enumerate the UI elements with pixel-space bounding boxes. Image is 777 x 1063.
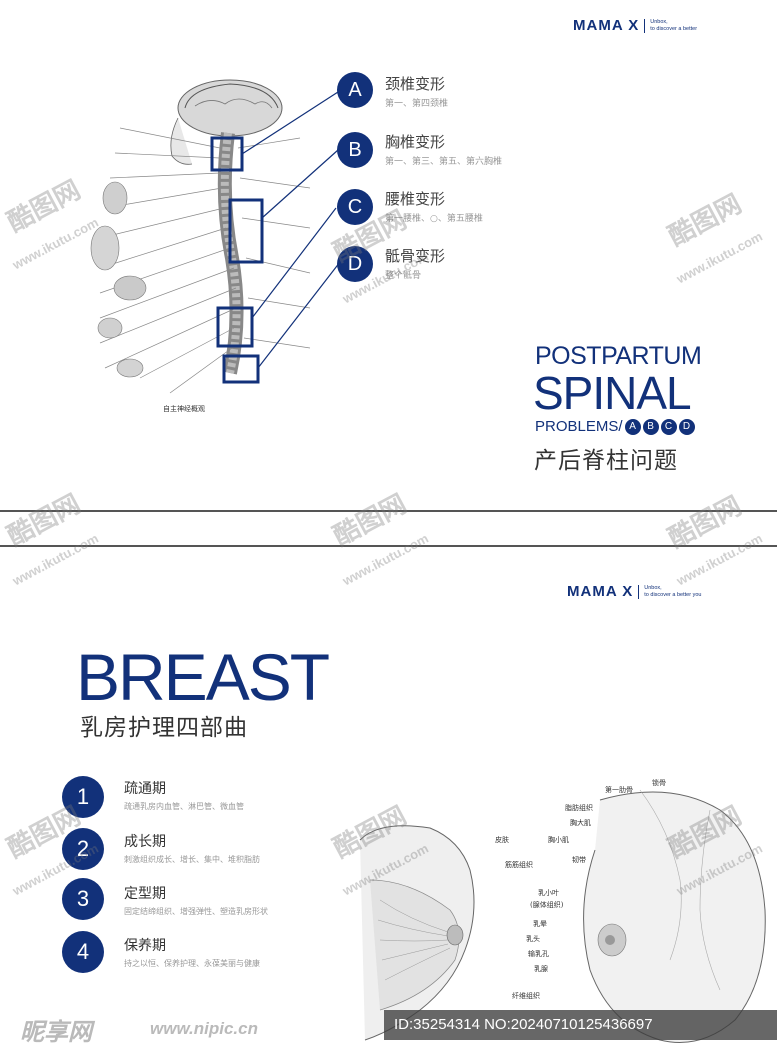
brand-name: MAMA X: [567, 583, 634, 600]
footer-id-bar: ID:35254314 NO:20240710125436697: [384, 1010, 777, 1040]
spine-item-sub: 整个骶骨: [385, 271, 422, 281]
footer-id-text: ID:35254314 NO:20240710125436697: [394, 1016, 653, 1033]
phase-sub: 疏通乳房内血管、淋巴管、微血管: [124, 802, 244, 811]
anatomy-label: 筋筋组织: [505, 860, 533, 869]
breast-anatomy-illustration: 第一肋骨 锁骨 脂肪组织 胸大肌 皮肤 胸小肌 韧带 筋筋组织 乳小叶 (腺体组…: [359, 778, 766, 1043]
phase-title: 保养期: [124, 938, 166, 954]
headline-spinal: SPINAL: [533, 367, 692, 419]
brand-logo: MAMA X Unbox, to discover a better: [573, 17, 697, 34]
anatomy-label: 输乳孔: [528, 949, 549, 958]
anatomy-label: 锁骨: [652, 778, 666, 787]
brand-tagline: Unbox, to discover a better you: [644, 584, 702, 598]
breast-slide: MAMA X Unbox, to discover a better you B…: [0, 548, 777, 1063]
anatomy-label: 胸大肌: [570, 818, 591, 827]
spine-slide: MAMA X Unbox, to discover a better: [0, 0, 777, 510]
headline-postpartum: POSTPARTUM: [535, 342, 702, 370]
spine-item-title: 腰椎变形: [385, 190, 446, 208]
phase-number: 3: [62, 878, 104, 920]
anatomy-label: 皮肤: [495, 835, 509, 844]
phase-title: 疏通期: [124, 781, 166, 797]
spine-item-title: 骶骨变形: [385, 247, 446, 265]
spine-item-sub: 第一、第四颈椎: [385, 99, 449, 109]
phase-title: 成长期: [124, 834, 166, 850]
phase-sub: 固定结缔组织、增强弹性、塑造乳房形状: [124, 907, 268, 916]
anatomy-label: 乳头: [526, 934, 540, 943]
circle-d: D: [337, 246, 373, 282]
nervous-system-illustration: [90, 79, 341, 394]
circle-a: A: [337, 72, 373, 108]
anatomy-label: 脂肪组织: [565, 803, 593, 812]
divider: [0, 545, 777, 547]
phase-title: 定型期: [124, 886, 166, 902]
anatomy-label: 乳小叶: [538, 888, 559, 897]
anatomy-label: 乳晕: [533, 919, 547, 928]
phase-sub: 持之以恒、保养护理、永葆美丽与健康: [124, 959, 260, 968]
footer-watermark-logo: 昵享网: [20, 1018, 92, 1046]
phase-sub: 刺激组织成长、增长、集中、堆积脂肪: [124, 855, 260, 864]
anatomy-label: 乳腺: [534, 964, 548, 973]
brand-name: MAMA X: [573, 17, 640, 34]
brand-logo: MAMA X Unbox, to discover a better you: [567, 583, 701, 600]
anatomy-label: 纤维组织: [512, 991, 540, 1000]
circle-b: B: [337, 132, 373, 168]
anatomy-label: 胸小肌: [548, 835, 569, 844]
spine-item-title: 胸椎变形: [385, 133, 446, 151]
illustration-caption: 自主神经概观: [163, 405, 205, 413]
circle-c: C: [337, 189, 373, 225]
phase-number: 4: [62, 931, 104, 973]
footer-watermark-url: www.nipic.cn: [150, 1019, 258, 1038]
anatomy-label: 第一肋骨: [605, 785, 633, 794]
headline-problems: PROBLEMS/ A B C D: [535, 418, 695, 435]
brand-tagline: Unbox, to discover a better: [650, 18, 698, 32]
spine-item-title: 颈椎变形: [385, 75, 446, 93]
breast-title: BREAST: [76, 640, 330, 714]
phase-number: 1: [62, 776, 104, 818]
spine-item-sub: 第一、第三、第五、第六胸椎: [385, 157, 503, 167]
anatomy-label: (腺体组织): [530, 900, 564, 909]
divider: [0, 510, 777, 512]
breast-subtitle: 乳房护理四部曲: [80, 715, 248, 741]
anatomy-label: 韧带: [572, 855, 586, 864]
headline-cn: 产后脊柱问题: [534, 448, 678, 474]
spine-item-sub: 第一腰椎、○、第五腰椎: [385, 214, 483, 224]
phase-number: 2: [62, 828, 104, 870]
